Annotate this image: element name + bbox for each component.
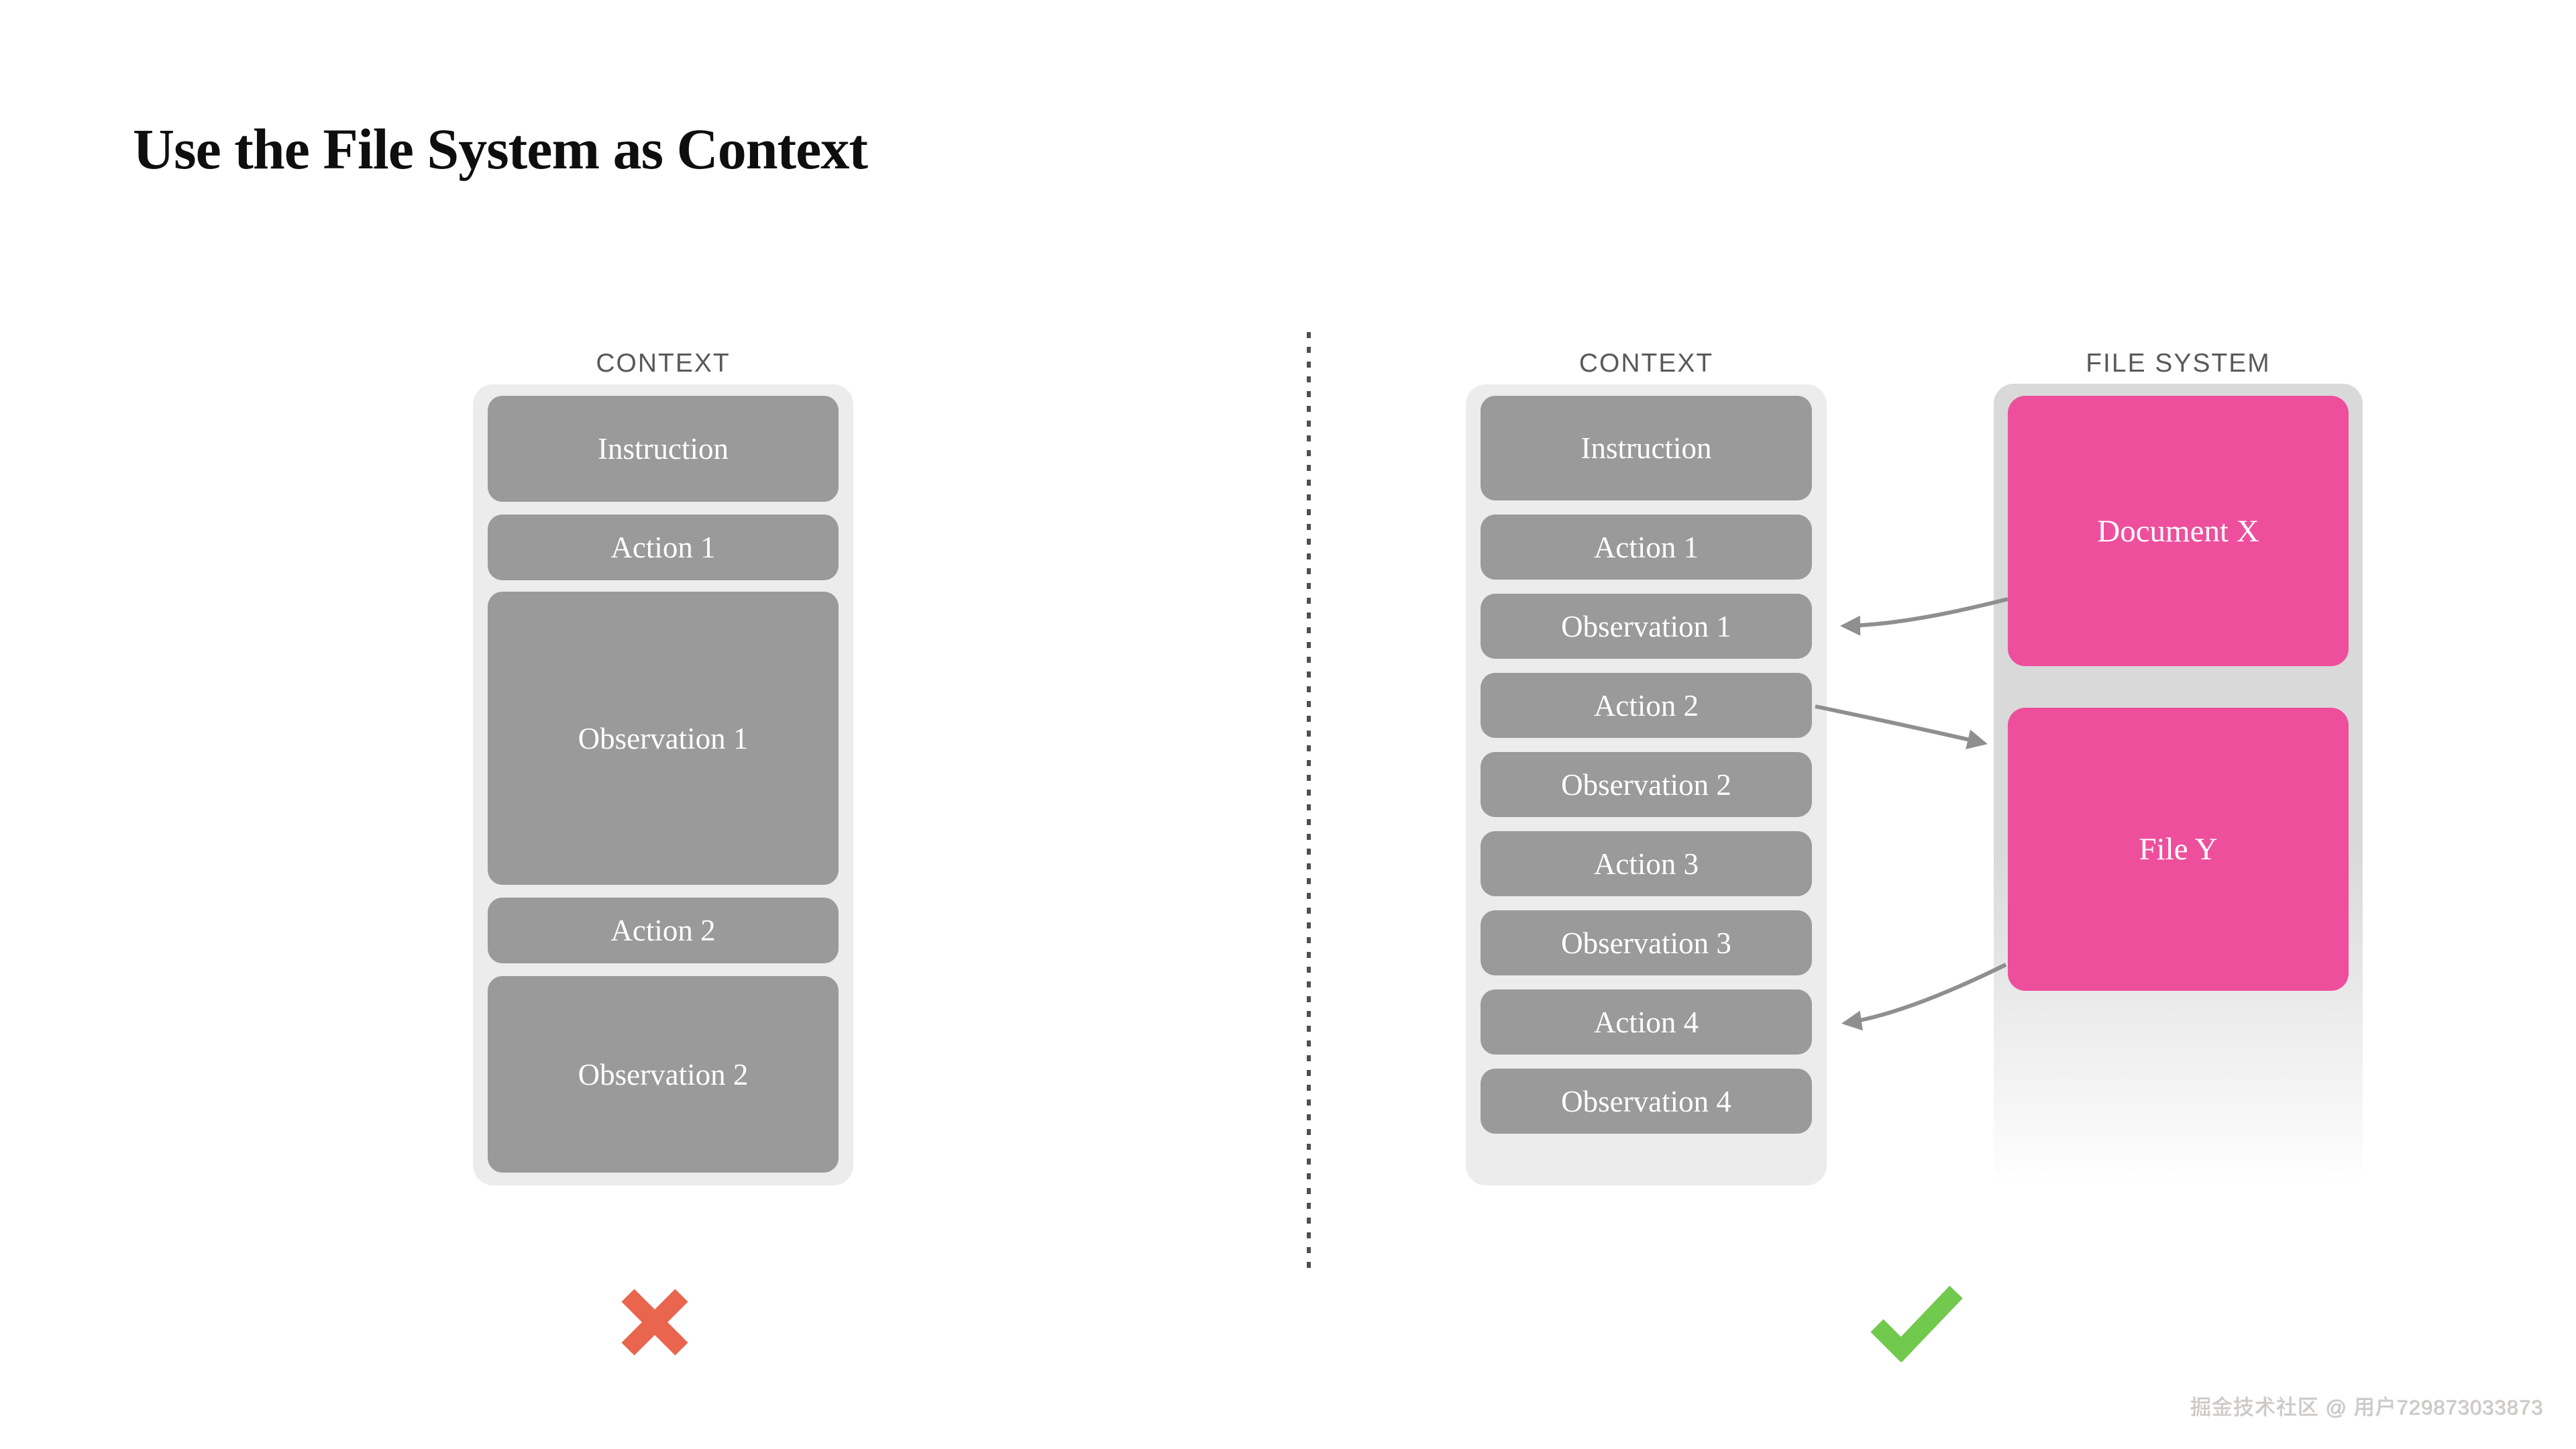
left-context-header: CONTEXT — [596, 349, 731, 378]
cross-icon — [621, 1289, 688, 1356]
right-action-1-box: Action 1 — [1481, 515, 1812, 580]
right-action-4-box: Action 4 — [1481, 989, 1812, 1055]
left-observation-2-box: Observation 2 — [488, 976, 839, 1173]
left-observation-1-box: Observation 1 — [488, 592, 839, 885]
arrow-filey-to-action4 — [1841, 963, 2007, 1031]
document-x-box: Document X — [2008, 396, 2349, 666]
watermark-text: 掘金技术社区 @ 用户729873033873 — [2190, 1396, 2544, 1419]
right-instruction-box: Instruction — [1481, 396, 1812, 500]
right-context-header: CONTEXT — [1578, 349, 1714, 378]
file-system-panel: Document X File Y — [1994, 384, 2363, 1187]
file-system-header: FILE SYSTEM — [2086, 349, 2271, 378]
left-context-panel: Instruction Action 1 Observation 1 Actio… — [473, 384, 853, 1185]
dashed-divider — [1307, 332, 1311, 1268]
file-y-box: File Y — [2008, 708, 2349, 991]
right-observation-3-box: Observation 3 — [1481, 910, 1812, 975]
right-action-2-box: Action 2 — [1481, 673, 1812, 738]
check-icon — [1870, 1285, 1963, 1362]
right-observation-1-box: Observation 1 — [1481, 594, 1812, 659]
right-action-3-box: Action 3 — [1481, 831, 1812, 896]
right-observation-2-box: Observation 2 — [1481, 752, 1812, 817]
left-action-1-box: Action 1 — [488, 515, 839, 580]
arrow-action2-to-filey — [1815, 704, 1988, 749]
left-instruction-box: Instruction — [488, 396, 839, 502]
right-observation-4-box: Observation 4 — [1481, 1069, 1812, 1134]
left-action-2-box: Action 2 — [488, 898, 839, 963]
arrow-documentx-to-observation1 — [1840, 597, 2008, 636]
page-title: Use the File System as Context — [133, 117, 868, 181]
right-context-panel: Instruction Action 1 Observation 1 Actio… — [1466, 384, 1827, 1185]
